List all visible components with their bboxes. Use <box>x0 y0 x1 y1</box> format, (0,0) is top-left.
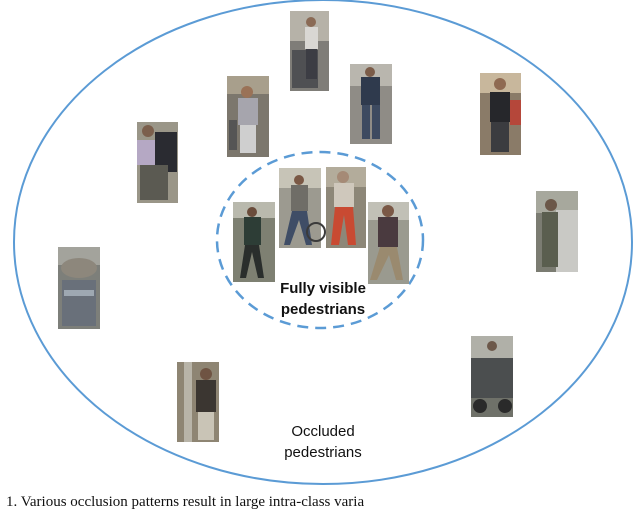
occluded-label-line2: pedestrians <box>262 442 384 463</box>
occluded-pedestrian-image-1 <box>290 11 329 91</box>
visible-pedestrian-image-1 <box>233 202 275 282</box>
visible-pedestrian-image-2 <box>279 168 325 248</box>
occluded-pedestrian-image-4 <box>480 73 521 155</box>
occluded-label-line1: Occluded <box>262 421 384 442</box>
visible-pedestrian-image-4 <box>368 202 409 284</box>
occluded-pedestrian-image-2 <box>350 64 392 144</box>
occluded-pedestrian-image-9 <box>177 362 219 442</box>
occluded-pedestrian-image-5 <box>137 122 178 203</box>
fully-visible-label-line1: Fully visible <box>262 278 384 299</box>
occluded-label: Occluded pedestrians <box>262 421 384 463</box>
occluded-pedestrian-image-6 <box>536 191 578 272</box>
visible-pedestrian-image-3 <box>326 167 366 248</box>
occluded-pedestrian-image-8 <box>471 336 513 417</box>
occluded-pedestrian-image-7 <box>58 247 100 329</box>
fully-visible-label: Fully visible pedestrians <box>262 278 384 320</box>
occluded-pedestrian-image-3 <box>227 76 269 157</box>
figure-caption: 1. Various occlusion patterns result in … <box>0 494 640 511</box>
fully-visible-label-line2: pedestrians <box>262 299 384 320</box>
